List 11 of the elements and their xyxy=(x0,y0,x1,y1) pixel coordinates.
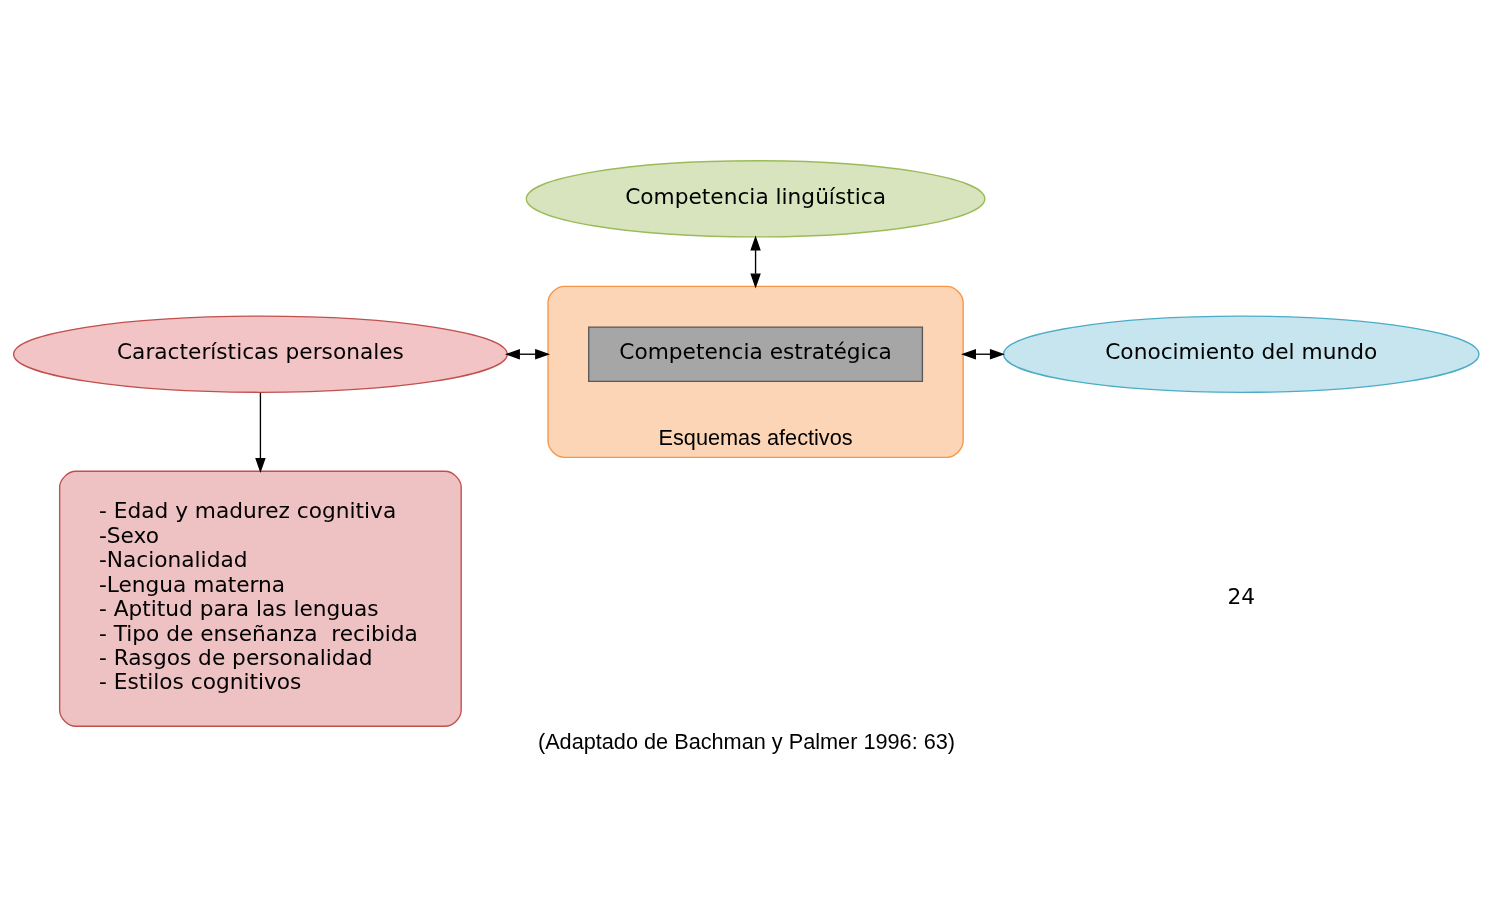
node-ellipse: Conocimiento del mundo xyxy=(1002,314,1480,393)
label: 24 xyxy=(1227,583,1256,609)
node-box: Competencia estratégica xyxy=(588,325,924,382)
node-ellipse: Características personales xyxy=(12,314,508,393)
arrow xyxy=(255,391,266,473)
arrow xyxy=(961,348,1005,359)
node-ellipse: Competencia lingüística xyxy=(525,159,986,238)
arrow xyxy=(750,234,761,288)
node-box: - Edad y madurez cognitiva -Sexo -Nacionalidad -Lengua materna - Aptitud para las lenguas - Tipo de enseñanza recibida - Rasgos de personalidad - Estilos cognitivos xyxy=(58,470,462,727)
caption: (Adaptado de Bachman y Palmer 1996: 63) xyxy=(537,728,956,754)
arrow xyxy=(504,348,551,359)
